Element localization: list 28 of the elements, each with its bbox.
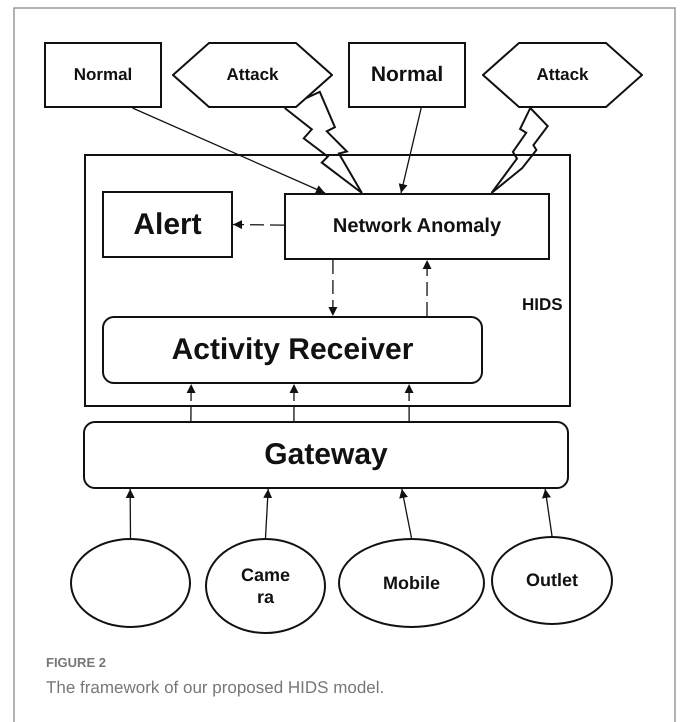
figure-caption: The framework of our proposed HIDS model. xyxy=(46,678,384,698)
system-container xyxy=(84,154,571,407)
hexagon-node: Attack xyxy=(482,42,643,108)
arrow xyxy=(290,384,298,421)
device-ellipse: Outlet xyxy=(491,536,613,625)
arrow xyxy=(186,384,196,421)
device-ellipse: Came ra xyxy=(205,538,326,634)
arrow xyxy=(542,488,553,536)
arrow xyxy=(126,489,135,538)
hexagon-node: Attack xyxy=(172,42,333,108)
input-box: Normal xyxy=(44,42,162,108)
process-box: Activity Receiver xyxy=(102,316,483,384)
arrow xyxy=(398,108,422,194)
lightning-bolt xyxy=(284,90,363,194)
arrow xyxy=(233,220,284,230)
arrow xyxy=(422,260,432,316)
figure-label: FIGURE 2 xyxy=(46,655,106,670)
arrow xyxy=(328,260,338,316)
process-box: Gateway xyxy=(83,421,569,489)
input-box: Normal xyxy=(348,42,466,108)
container-label: HIDS xyxy=(522,294,563,316)
arrow xyxy=(399,488,412,538)
process-box: Network Anomaly xyxy=(284,193,550,260)
arrow xyxy=(263,488,272,538)
process-box: Alert xyxy=(102,191,233,258)
arrow xyxy=(132,107,326,194)
device-ellipse: Mobile xyxy=(338,538,485,628)
arrow xyxy=(404,384,414,421)
